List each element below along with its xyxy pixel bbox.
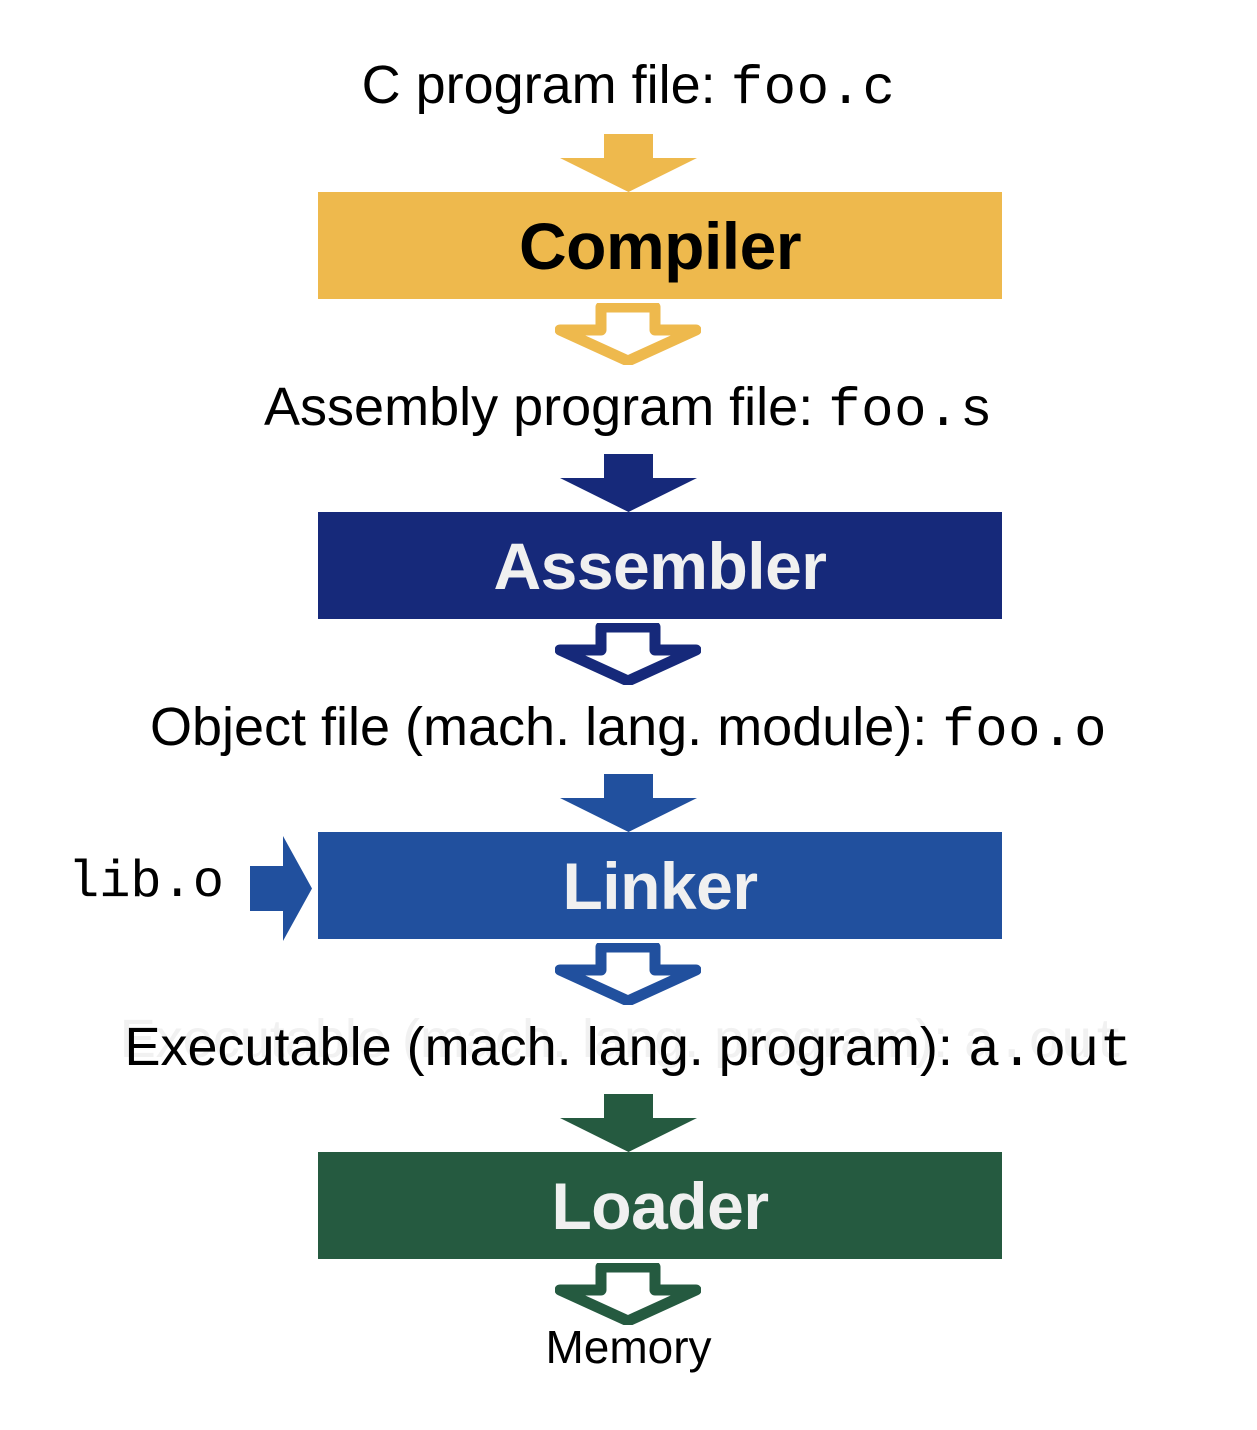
caption-source-file-name: foo.c bbox=[730, 59, 896, 120]
caption-executable-file-ghost-name: a.out bbox=[963, 1013, 1126, 1074]
caption-executable-file-name: a.out bbox=[967, 1021, 1133, 1082]
stage-label-linker: Linker bbox=[562, 848, 758, 923]
caption-object-file-label: Object file (mach. lang. module): bbox=[149, 697, 943, 757]
caption-source-file-label: C program file: bbox=[361, 55, 731, 115]
arrow-down-solid-icon-assembler-in bbox=[560, 454, 697, 512]
arrow-down-hollow-icon-compiler-out bbox=[555, 303, 701, 365]
caption-memory: Memory bbox=[545, 1321, 712, 1373]
caption-object-file: Object file (mach. lang. module): foo.o bbox=[0, 700, 1257, 759]
caption-executable-file-label: Executable (mach. lang. program): bbox=[124, 1017, 968, 1077]
stage-box-assembler: Assembler bbox=[318, 512, 1002, 619]
stage-box-compiler: Compiler bbox=[318, 192, 1002, 299]
caption-assembly-file-label: Assembly program file: bbox=[264, 377, 829, 437]
stage-label-compiler: Compiler bbox=[518, 208, 802, 283]
arrow-down-solid-icon-linker-in bbox=[560, 774, 697, 832]
arrow-right-solid-icon-library-in bbox=[250, 836, 312, 941]
arrow-down-hollow-icon-linker-out bbox=[555, 943, 701, 1005]
caption-executable-file-ghost: Executable (mach. lang. program): a.out bbox=[0, 1012, 1251, 1071]
caption-assembly-file: Assembly program file: foo.s bbox=[0, 380, 1257, 439]
caption-executable-file-ghost-label: Executable (mach. lang. program): bbox=[119, 1009, 964, 1069]
library-object-label: lib.o bbox=[67, 853, 225, 912]
stage-label-loader: Loader bbox=[551, 1168, 769, 1243]
caption-assembly-file-name: foo.s bbox=[828, 381, 993, 442]
caption-executable-file: Executable (mach. lang. program): a.out bbox=[0, 1020, 1257, 1079]
arrow-down-solid-icon-compiler-in bbox=[560, 134, 697, 192]
arrow-down-solid-icon-loader-in bbox=[560, 1094, 697, 1152]
stage-box-loader: Loader bbox=[318, 1152, 1002, 1259]
arrow-down-hollow-icon-loader-out bbox=[555, 1263, 701, 1325]
stage-box-linker: Linker bbox=[318, 832, 1002, 939]
caption-source-file: C program file: foo.c bbox=[0, 58, 1257, 117]
caption-object-file-name: foo.o bbox=[942, 701, 1108, 762]
stage-label-assembler: Assembler bbox=[493, 528, 827, 603]
arrow-down-hollow-icon-assembler-out bbox=[555, 623, 701, 685]
